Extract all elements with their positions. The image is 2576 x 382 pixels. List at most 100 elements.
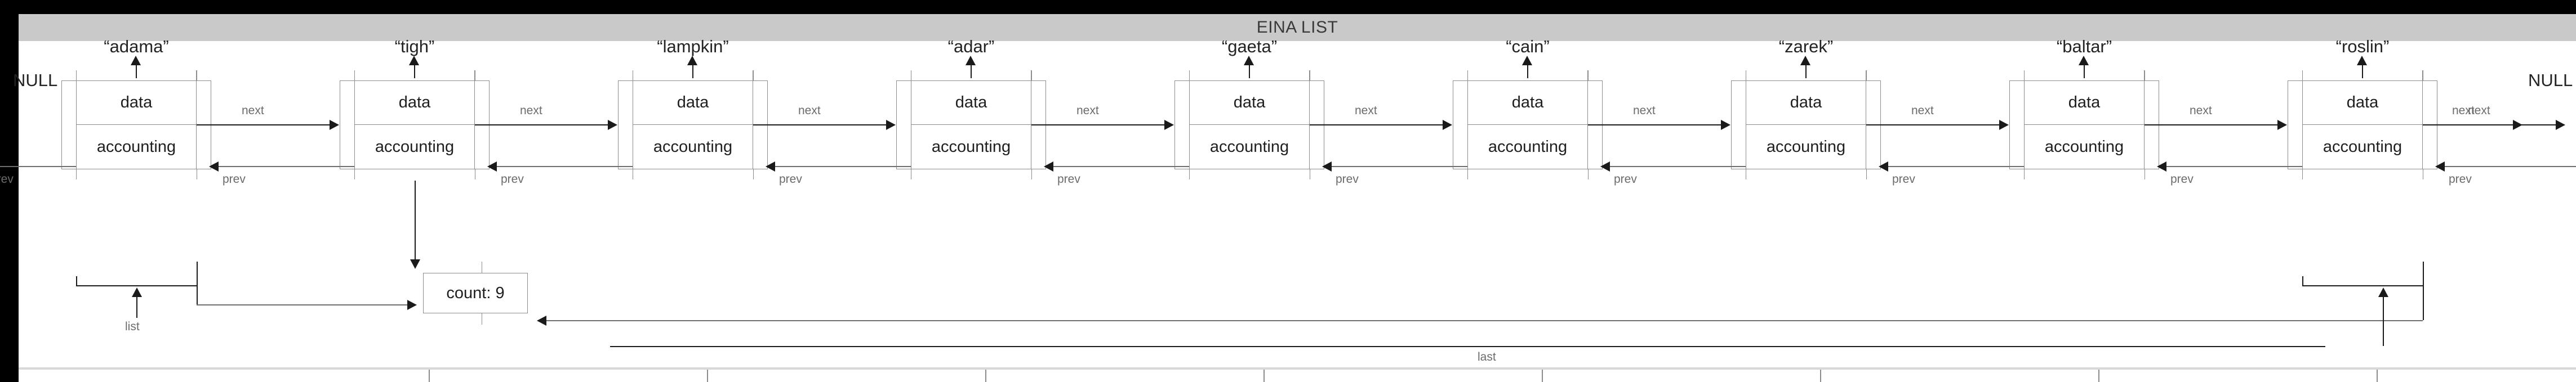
tail-null-next-label: next [2452, 104, 2475, 117]
node-stub-top-left [354, 70, 355, 80]
prev-edge-label: prev [1336, 173, 1359, 186]
node-accounting-cell: accounting [375, 137, 455, 156]
prev-edge-label: prev [1057, 173, 1080, 186]
next-section-tick-7 [2098, 370, 2099, 382]
next-section-tick-3 [985, 370, 986, 382]
node-stub-top-left [76, 70, 77, 80]
next-arrow-head-icon [1443, 120, 1452, 130]
node-inner-box [911, 70, 1031, 169]
next-arrow-head-icon [608, 120, 617, 130]
node-data-cell: data [1467, 81, 1588, 125]
node-name-arrow-head-icon [1800, 56, 1810, 65]
last-edge-label: last [1478, 350, 1496, 363]
next-section-tick-1 [429, 370, 430, 382]
node-accounting-cell: accounting [1488, 137, 1568, 156]
node-stub-bottom-right [1866, 169, 1867, 179]
prev-edge-label: prev [1614, 173, 1637, 186]
node-outer-box [618, 80, 768, 169]
node-stub-top-left [1467, 70, 1468, 80]
list-feed-vertical [197, 262, 198, 305]
prev-arrow-shaft [2443, 166, 2576, 167]
node-name-label: “zarek” [1778, 37, 1834, 56]
next-arrow-head-icon [1164, 120, 1174, 130]
next-arrow-shaft [1031, 124, 1165, 125]
next-arrow-shaft [475, 124, 609, 125]
null-left-label: NULL [13, 70, 58, 90]
prev-arrow-shaft [2165, 166, 2302, 167]
count-feed-shaft [415, 181, 416, 259]
node-name-arrow-head-icon [1244, 56, 1254, 65]
node-name-arrow-shaft [1805, 64, 1807, 78]
node-data-cell: data [1746, 81, 1866, 125]
node-stub-bottom-left [2302, 169, 2303, 179]
prev-edge-label: prev [779, 173, 802, 186]
node-outer-box [1174, 80, 1324, 169]
last-arrow-shaft [2383, 294, 2384, 346]
prev-edge-label: prev [1892, 173, 1915, 186]
node-outer-box [1731, 80, 1881, 169]
node-stub-top-right [753, 70, 754, 80]
node-inner-box [2302, 70, 2423, 169]
prev-arrow-head-icon [1879, 161, 1888, 172]
prev-arrow-shaft [1330, 166, 1467, 167]
node-stub-top-left [2024, 70, 2025, 80]
prev-arrow-head-icon [1322, 161, 1332, 172]
next-arrow-head-icon [2277, 120, 2287, 130]
node-inner-box [2024, 70, 2145, 169]
prev-arrow-shaft [217, 166, 354, 167]
node-stub-bottom-left [2024, 169, 2025, 179]
next-edge-label: next [2468, 104, 2490, 117]
list-arrow-head-icon [132, 287, 142, 297]
node-data-cell: data [354, 81, 475, 125]
prev-edge-label: prev [2170, 173, 2194, 186]
node-name-arrow-shaft [971, 64, 972, 78]
list-arrow-shaft [136, 294, 137, 318]
node-data-cell: data [2302, 81, 2423, 125]
node-accounting-cell: accounting [1766, 137, 1846, 156]
node-stub-bottom-right [1588, 169, 1589, 179]
next-section-tick-8 [2377, 370, 2378, 382]
node-stub-bottom-right [1031, 169, 1032, 179]
prev-arrow-head-icon [2435, 161, 2445, 172]
node-stub-top-right [1866, 70, 1867, 80]
node-inner-box [76, 70, 197, 169]
null-right-label: NULL [2528, 70, 2573, 90]
node-data-cell: data [911, 81, 1031, 125]
node-name-label: “baltar” [2056, 37, 2112, 56]
node-inner-box [1467, 70, 1588, 169]
next-arrow-head-icon [886, 120, 896, 130]
prev-edge-label: prev [223, 173, 246, 186]
head-null-prev-shaft [0, 166, 76, 167]
node-data-cell: data [633, 81, 753, 125]
next-edge-label: next [1633, 104, 1656, 117]
prev-edge-label: prev [501, 173, 524, 186]
node-name-label: “lampkin” [657, 37, 729, 56]
prev-arrow-head-icon [1600, 161, 1610, 172]
node-data-cell: data [1189, 81, 1310, 125]
node-name-label: “adama” [104, 37, 169, 56]
node-accounting-cell: accounting [96, 137, 176, 156]
next-arrow-shaft [2145, 124, 2279, 125]
node-name-arrow-shaft [1527, 64, 1528, 78]
next-edge-label: next [242, 104, 264, 117]
node-inner-box [354, 70, 475, 169]
count-box: count: 9 [423, 273, 528, 313]
node-outer-box [2288, 80, 2437, 169]
node-stub-bottom-left [354, 169, 355, 179]
next-arrow-shaft [1588, 124, 1722, 125]
last-arrow-head-icon [2378, 287, 2388, 297]
prev-arrow-head-icon [766, 161, 775, 172]
prev-arrow-head-icon [1044, 161, 1053, 172]
prev-arrow-shaft [1608, 166, 1746, 167]
next-arrow-shaft [753, 124, 887, 125]
node-stub-top-left [1189, 70, 1190, 80]
node-stub-top-right [1031, 70, 1032, 80]
next-edge-label: next [1355, 104, 1377, 117]
count-feed-arrow-head-icon [410, 259, 420, 269]
node-outer-box [1453, 80, 1603, 169]
last-pointer-horizontal-rule [610, 346, 2325, 347]
slide-title-bar: EINA LIST [19, 14, 2576, 41]
next-edge-label: next [2190, 104, 2212, 117]
prev-arrow-shaft [495, 166, 633, 167]
